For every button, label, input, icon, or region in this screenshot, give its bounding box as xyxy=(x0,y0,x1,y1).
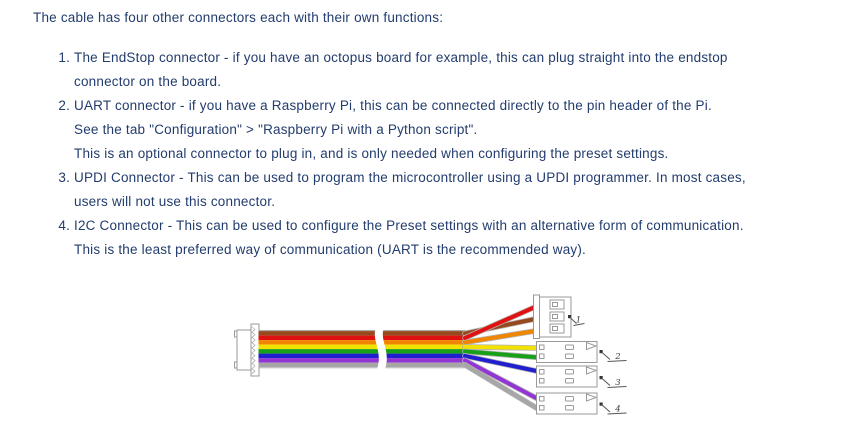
list-line: I2C Connector - This can be used to conf… xyxy=(74,218,744,233)
callout-dot xyxy=(568,315,572,319)
connector-list: The EndStop connector - if you have an o… xyxy=(33,46,849,262)
endstop-connector-plate xyxy=(533,294,540,339)
list-item: UART connector - if you have a Raspberry… xyxy=(74,94,849,166)
polarity-triangle-icon xyxy=(586,366,598,375)
callout-number: 3 xyxy=(615,378,620,388)
list-line: This is the least preferred way of commu… xyxy=(74,242,586,257)
wire-red-fan xyxy=(463,305,537,340)
list-line: users will not use this connector. xyxy=(74,194,276,209)
wire-yellow-fan xyxy=(463,344,541,350)
list-item: UPDI Connector - This can be used to pro… xyxy=(74,166,849,214)
page-title: The cable has four other connectors each… xyxy=(33,10,444,25)
callout-leader-line xyxy=(569,317,585,326)
wire-purple xyxy=(258,358,465,363)
callout-leader-line xyxy=(601,404,627,415)
list-line: UPDI Connector - This can be used to pro… xyxy=(74,170,746,185)
polarity-triangle-icon xyxy=(586,393,598,402)
wire-blue-fan xyxy=(463,353,541,374)
connector-body xyxy=(236,329,252,371)
callout-2: 2 xyxy=(599,350,627,362)
callout-dot xyxy=(599,350,603,354)
ribbon-cable xyxy=(258,325,465,374)
list-line: connector on the board. xyxy=(74,74,222,89)
list-line: UART connector - if you have a Raspberry… xyxy=(74,98,712,113)
wire-green-fan xyxy=(463,349,541,360)
callout-leader-line xyxy=(601,377,627,388)
wire-red xyxy=(258,335,465,341)
callout-dot xyxy=(599,402,603,406)
list-item: I2C Connector - This can be used to conf… xyxy=(74,214,849,262)
main-cable-connector xyxy=(234,323,260,377)
list-line: The EndStop connector - if you have an o… xyxy=(74,50,728,65)
callout-number: 4 xyxy=(614,405,620,415)
updi-connector xyxy=(536,365,598,388)
cable-break-symbol xyxy=(374,325,387,374)
wire-yellow xyxy=(258,344,465,350)
uart-connector-body xyxy=(536,341,598,363)
updi-connector-body xyxy=(536,365,598,388)
cable-diagram-container: 1 2 3 4 xyxy=(230,288,630,425)
text-content: The cable has four other connectors each… xyxy=(0,0,849,262)
crimp-zigzag xyxy=(251,326,256,375)
callout-4: 4 xyxy=(599,402,627,415)
callout-number: 1 xyxy=(576,316,581,326)
wire-brown xyxy=(258,331,465,336)
i2c-connector-body xyxy=(536,392,598,415)
wire-green xyxy=(258,349,465,354)
cable-diagram: 1 2 3 4 xyxy=(234,294,627,415)
wire-gray xyxy=(258,362,465,368)
wire-purple-fan xyxy=(463,358,541,402)
endstop-connector-pins xyxy=(549,299,565,334)
wire-blue xyxy=(258,353,465,359)
callout-leader-line xyxy=(601,351,627,362)
callout-dot xyxy=(599,376,603,380)
list-line: See the tab "Configuration" > "Raspberry… xyxy=(74,122,478,137)
i2c-connector xyxy=(536,392,598,415)
fanout-wires xyxy=(462,304,542,413)
list-line: This is an optional connector to plug in… xyxy=(74,146,669,161)
list-item: The EndStop connector - if you have an o… xyxy=(74,46,849,94)
wire-orange-fan xyxy=(463,329,537,345)
callout-1: 1 xyxy=(568,315,585,326)
callout-3: 3 xyxy=(599,376,627,388)
wire-gray-fan xyxy=(463,362,541,412)
wire-orange xyxy=(258,340,465,345)
callout-number: 2 xyxy=(614,352,620,362)
polarity-triangle-icon xyxy=(586,341,598,351)
uart-connector xyxy=(536,341,598,363)
endstop-connector xyxy=(533,294,572,339)
